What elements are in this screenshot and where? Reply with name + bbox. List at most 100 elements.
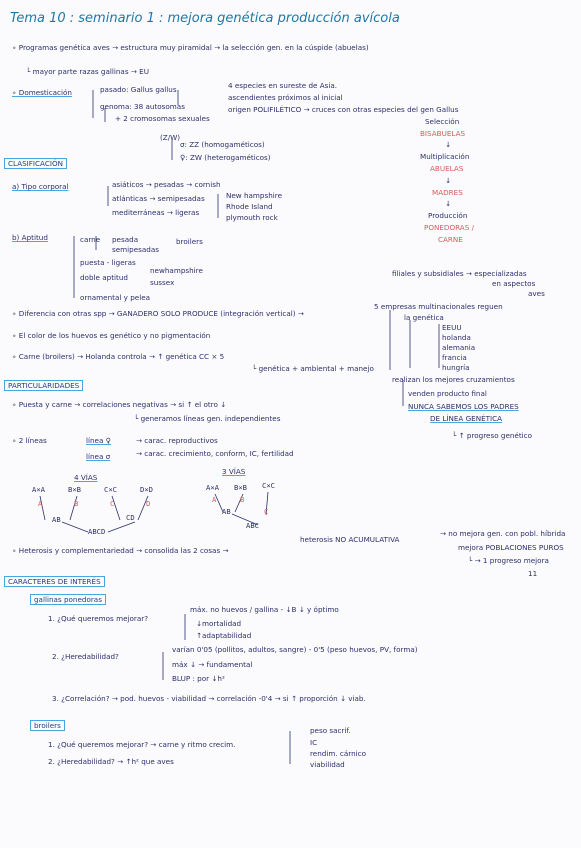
note-line: pesada — [112, 235, 139, 244]
cross-node: C — [264, 507, 269, 516]
note-line: 3. ¿Correlación? → pod. huevos - viabili… — [52, 694, 366, 703]
note-line: asiáticos → pesadas → cornish — [112, 180, 221, 189]
note-line: genoma: 38 autosomas — [100, 102, 185, 111]
note-line: 11 — [528, 569, 538, 578]
cross-node: C — [110, 499, 115, 508]
note-line: ornamental y pelea — [80, 293, 151, 302]
pyramid-item: ↓ — [445, 140, 452, 149]
note-line: 4 especies en sureste de Asia. — [228, 81, 338, 90]
pyramid-item: Multiplicación — [420, 152, 470, 161]
note-line: └ → 1 progreso mejora — [468, 556, 549, 565]
note-line: ♀: ZW (heterogaméticos) — [180, 153, 271, 162]
note-line: puesta - ligeras — [80, 258, 136, 267]
note-line: máx. no huevos / gallina - ↓B ↓ y óptimo — [190, 605, 339, 614]
cross-node: AB — [222, 507, 231, 516]
note-line: Rhode Island — [226, 202, 273, 211]
note-line: 2. ¿Heredabilidad? — [52, 652, 119, 661]
note-line: mejora POBLACIONES PUROS — [458, 543, 564, 552]
note-line: realizan los mejores cruzamientos — [392, 375, 515, 384]
note-line: ∘ Carne (broilers) → Holanda controla → … — [12, 352, 225, 361]
cross-node: B×B — [68, 485, 81, 494]
note-line: ∘ Puesta y carne → correlaciones negativ… — [12, 400, 227, 409]
pyramid-item: Producción — [428, 211, 468, 220]
note-line: BLUP : por ↓h² — [172, 674, 225, 683]
note-line: sussex — [150, 278, 175, 287]
cross-node: CD — [126, 513, 135, 522]
note-line: venden producto final — [408, 389, 487, 398]
cross-title: 3 VÍAS — [222, 467, 246, 476]
note-line: ascendientes próximos al inicial — [228, 93, 343, 102]
note-line: New hampshire — [226, 191, 283, 200]
note-line: origen POLIFILÉTICO → cruces con otras e… — [228, 105, 459, 114]
note-line: → carac. reproductivos — [136, 436, 218, 445]
note-line: alemania — [442, 343, 476, 352]
note-line: ↓mortalidad — [196, 619, 242, 628]
note-line: holanda — [442, 333, 471, 342]
cross-node: C×C — [104, 485, 117, 494]
note-line: broilers — [176, 237, 203, 246]
pyramid-item: ↓ — [445, 199, 452, 208]
section-label: ∘ Domesticación — [12, 88, 72, 97]
cross-node: D×D — [140, 485, 153, 494]
note-line: (Z/W) — [160, 133, 181, 142]
section-header: CLASIFICACIÓN — [4, 158, 68, 170]
note-line: línea σ — [86, 452, 111, 461]
cross-node: AB — [52, 515, 61, 524]
note-line: doble aptitud — [80, 273, 128, 282]
note-line: varían 0'05 (pollitos, adultos, sangre) … — [172, 645, 418, 654]
cross-node: ABCD — [88, 527, 106, 536]
note-line: ∘ 2 líneas — [12, 436, 47, 445]
note-line: semipesadas — [112, 245, 160, 254]
note-line: viabilidad — [310, 760, 345, 769]
note-line: pasado: Gallus gallus — [100, 85, 177, 94]
cross-node: B×B — [234, 483, 247, 492]
pyramid-item: ABUELAS — [430, 164, 464, 173]
note-line: en aspectos — [492, 279, 536, 288]
cross-node: C×C — [262, 481, 275, 490]
pyramid-item: Selección — [425, 117, 460, 126]
section-header: PARTICULARIDADES — [4, 380, 84, 392]
note-line: francia — [442, 353, 467, 362]
note-line: └ mayor parte razas gallinas → EU — [26, 67, 149, 76]
note-line: → no mejora gen. con pobl. híbrida — [440, 529, 566, 538]
note-line: └ ↑ progreso genético — [452, 431, 533, 440]
note-line: ∘ Diferencia con otras spp → GANADERO SO… — [12, 309, 304, 318]
note-line: + 2 cromosomas sexuales — [115, 114, 210, 123]
note-line: → carac. crecimiento, conform, IC, ferti… — [136, 449, 294, 458]
note-line: σ: ZZ (homogaméticos) — [180, 140, 265, 149]
note-line: └ genética + ambiental + manejo — [252, 364, 374, 373]
section-header: CARACTERES DE INTERÉS — [4, 576, 105, 588]
cross-node: D — [146, 499, 151, 508]
note-line: heterosis NO ACUMULATIVA — [300, 535, 400, 544]
cross-node: A×A — [32, 485, 45, 494]
cross-node: A — [38, 499, 43, 508]
note-line: carne — [80, 235, 101, 244]
pyramid-item: BISABUELAS — [420, 129, 466, 138]
section-label: a) Tipo corporal — [12, 182, 69, 191]
note-line: DE LÍNEA GENÉTICA — [430, 414, 503, 423]
note-line: ↑adaptabilidad — [196, 631, 252, 640]
note-line: ∘ Heterosis y complementariedad → consol… — [12, 546, 229, 555]
section-label: b) Aptitud — [12, 233, 48, 242]
note-line: hungría — [442, 363, 470, 372]
note-line: la genética — [404, 313, 444, 322]
note-line: 2. ¿Heredabilidad? → ↑h² que aves — [48, 757, 174, 766]
note-line: EEUU — [442, 323, 462, 332]
note-line: rendim. cárnico — [310, 749, 366, 758]
note-line: 1. ¿Qué queremos mejorar? → carne y ritm… — [48, 740, 236, 749]
subsection-header: gallinas ponedoras — [30, 594, 106, 606]
note-line: máx ↓ → fundamental — [172, 660, 253, 669]
pyramid-item: PONEDORAS / — [424, 223, 474, 232]
note-line: ∘ Programas genética aves → estructura m… — [12, 43, 369, 52]
note-line: línea ♀ — [86, 436, 111, 445]
cross-node: B — [74, 499, 79, 508]
note-line: plymouth rock — [226, 213, 278, 222]
note-line: ∘ El color de los huevos es genético y n… — [12, 331, 211, 340]
note-line: 5 empresas multinacionales reguen — [374, 302, 503, 311]
note-line: newhampshire — [150, 266, 203, 275]
cross-node: B — [240, 495, 245, 504]
pyramid-item: CARNE — [438, 235, 463, 244]
note-line: └ generamos líneas gen. independientes — [134, 414, 281, 423]
